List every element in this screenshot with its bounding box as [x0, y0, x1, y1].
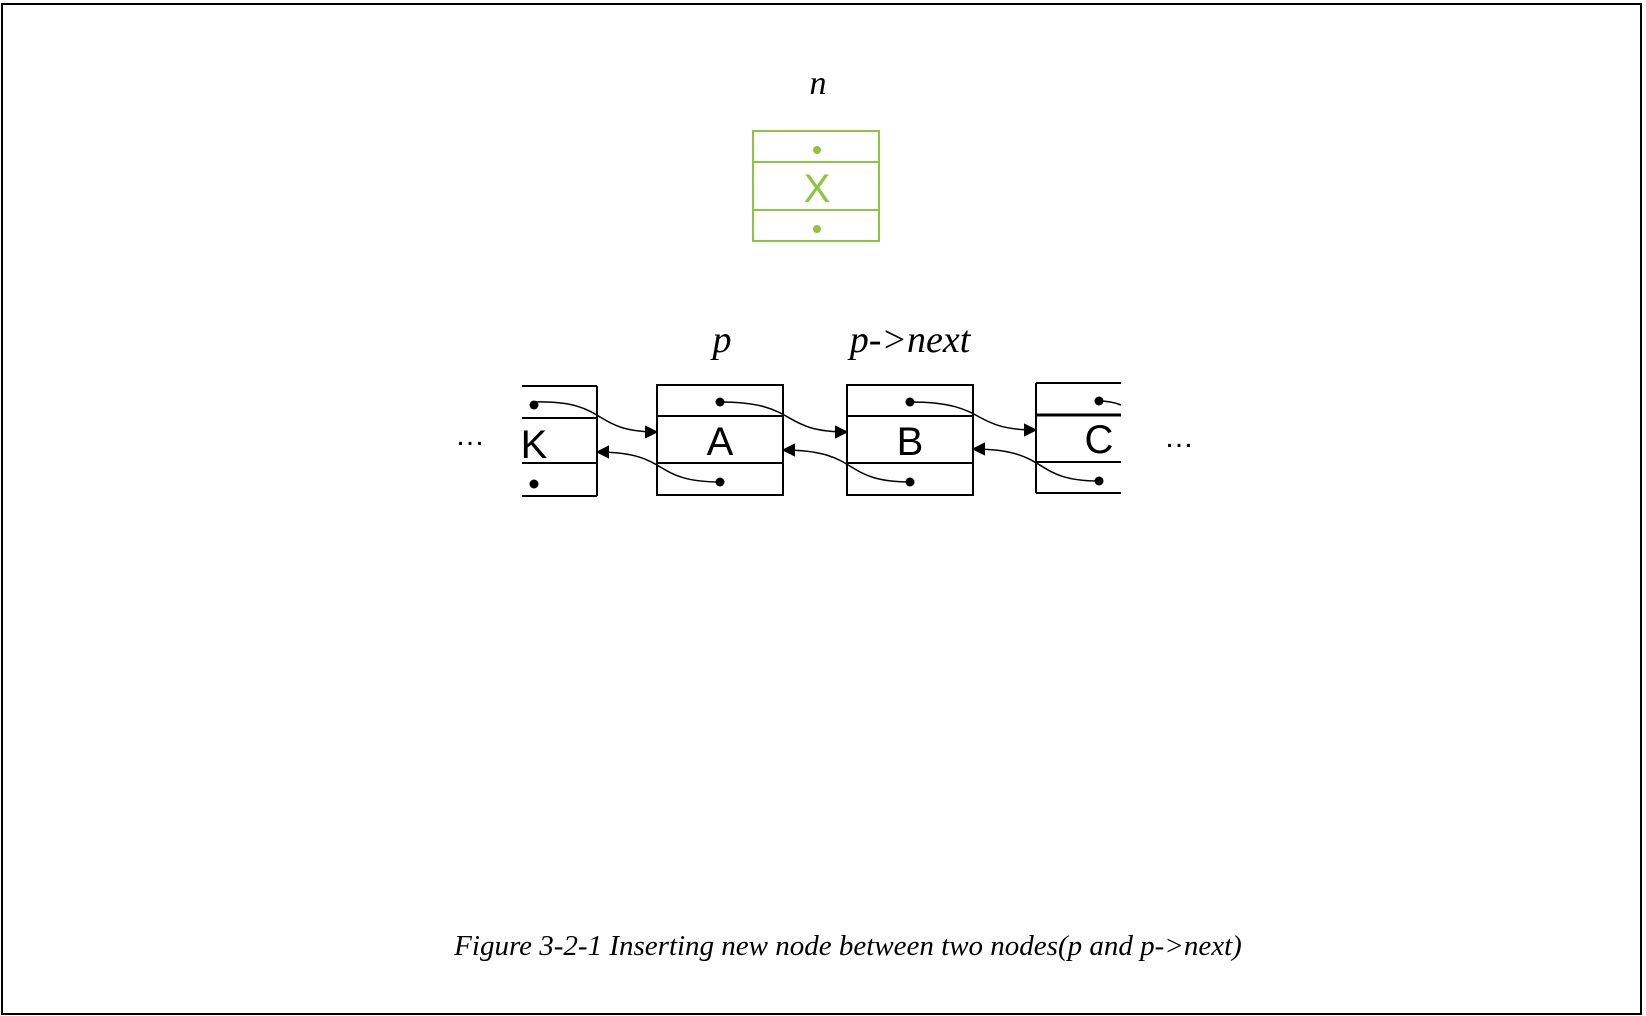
pointer-label-p: p — [710, 319, 732, 361]
node-k-prev-pointer-dot — [529, 479, 539, 489]
arrow-c-next-stub — [1098, 400, 1122, 406]
node-b-value: B — [897, 420, 924, 464]
figure-caption: Figure 3-2-1 Inserting new node between … — [453, 930, 1242, 962]
arrow-b-to-a — [781, 443, 911, 483]
arrow-k-to-a — [533, 401, 659, 439]
node-k-next-pointer-dot — [529, 400, 539, 410]
new-node-prev-pointer-dot — [813, 146, 821, 154]
node-a-value: A — [707, 420, 734, 464]
new-node-value: X — [804, 167, 831, 211]
node-b: B — [846, 384, 974, 496]
new-node: X — [752, 130, 880, 242]
arrow-b-to-c — [909, 401, 1038, 437]
ellipsis-right: … — [1164, 421, 1194, 454]
new-node-next-pointer-dot — [813, 225, 821, 233]
node-a: A — [656, 384, 784, 496]
node-c-value: C — [1085, 418, 1114, 462]
node-k-value: K — [521, 423, 548, 467]
new-node-label: n — [810, 65, 827, 102]
figure-frame — [1, 3, 1642, 1015]
arrow-a-to-k — [595, 445, 721, 483]
ellipsis-left: … — [455, 419, 485, 452]
pointer-label-p-next: p->next — [847, 319, 972, 361]
node-k: K — [521, 385, 598, 497]
arrow-a-to-b — [719, 401, 849, 439]
arrow-c-to-b — [971, 442, 1100, 482]
node-c: C — [1035, 382, 1121, 494]
